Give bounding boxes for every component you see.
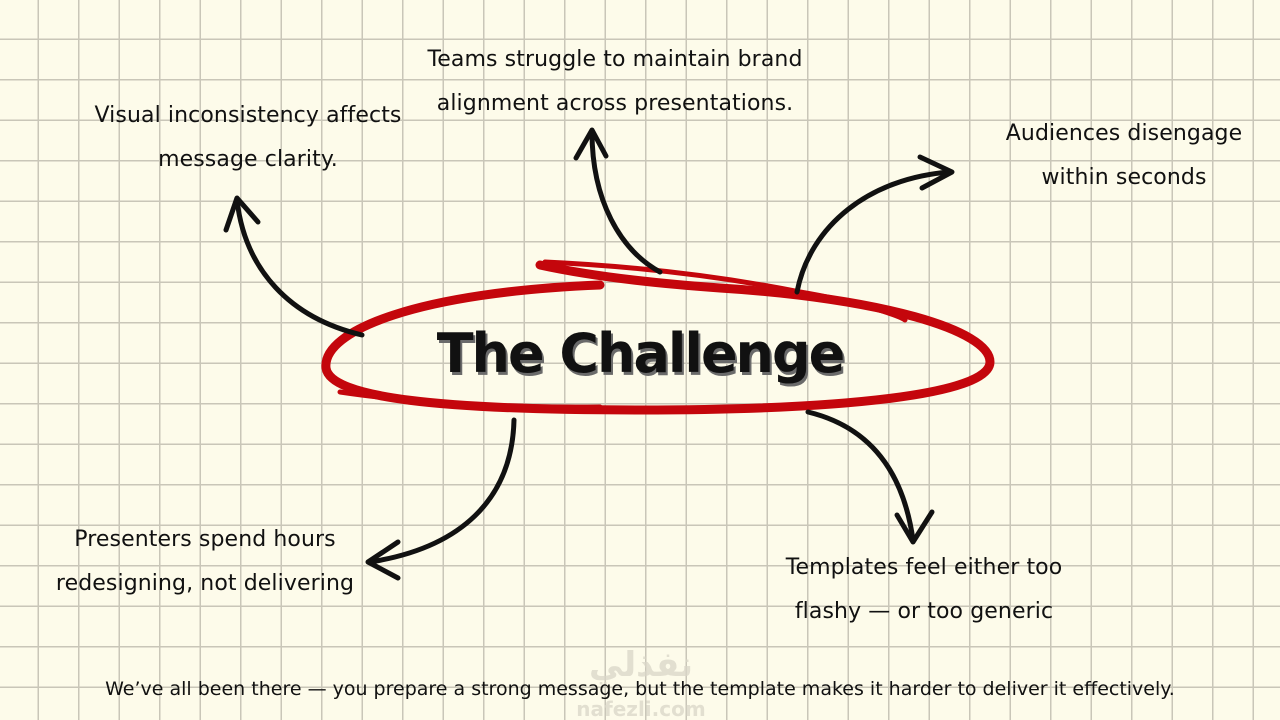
- note-top-center: Teams struggle to maintain brand alignme…: [405, 38, 825, 126]
- note-bottom-left: Presenters spend hours redesigning, not …: [44, 518, 366, 606]
- note-bottom-right-line2: flashy — or too generic: [794, 599, 1054, 624]
- arrow-to-bottom-left: [365, 417, 517, 581]
- note-top-center-line2: alignment across presentations.: [436, 91, 794, 116]
- note-top-center-line1: Teams struggle to maintain brand: [427, 47, 803, 72]
- footer-caption: We’ve all been there — you prepare a str…: [105, 678, 1175, 700]
- note-bottom-right-line1: Templates feel either too: [785, 555, 1063, 580]
- diagram-title: The Challenge: [436, 322, 846, 385]
- arrow-to-top-left: [223, 195, 365, 338]
- note-top-right-line2: within seconds: [1041, 165, 1207, 190]
- arrow-to-top-right: [794, 154, 955, 295]
- arrow-to-top-center: [573, 127, 663, 275]
- note-top-left: Visual inconsistency affects message cla…: [80, 94, 416, 182]
- note-bottom-right: Templates feel either too flashy — or to…: [772, 546, 1076, 634]
- note-top-right: Audiences disengage within seconds: [992, 112, 1256, 200]
- note-bottom-left-line2: redesigning, not delivering: [55, 571, 355, 596]
- note-top-right-line1: Audiences disengage: [1005, 121, 1243, 146]
- arrow-to-bottom-right: [805, 409, 935, 545]
- note-bottom-left-line1: Presenters spend hours: [74, 527, 336, 552]
- watermark-arabic: نفذلي: [589, 645, 693, 685]
- note-top-left-line2: message clarity.: [158, 147, 338, 172]
- red-ellipse-highlight: [321, 259, 995, 415]
- watermark-latin: nafezli.com: [576, 697, 705, 720]
- note-top-left-line1: Visual inconsistency affects: [94, 103, 402, 128]
- watermark-logo: نفذلي nafezli.com: [576, 645, 705, 720]
